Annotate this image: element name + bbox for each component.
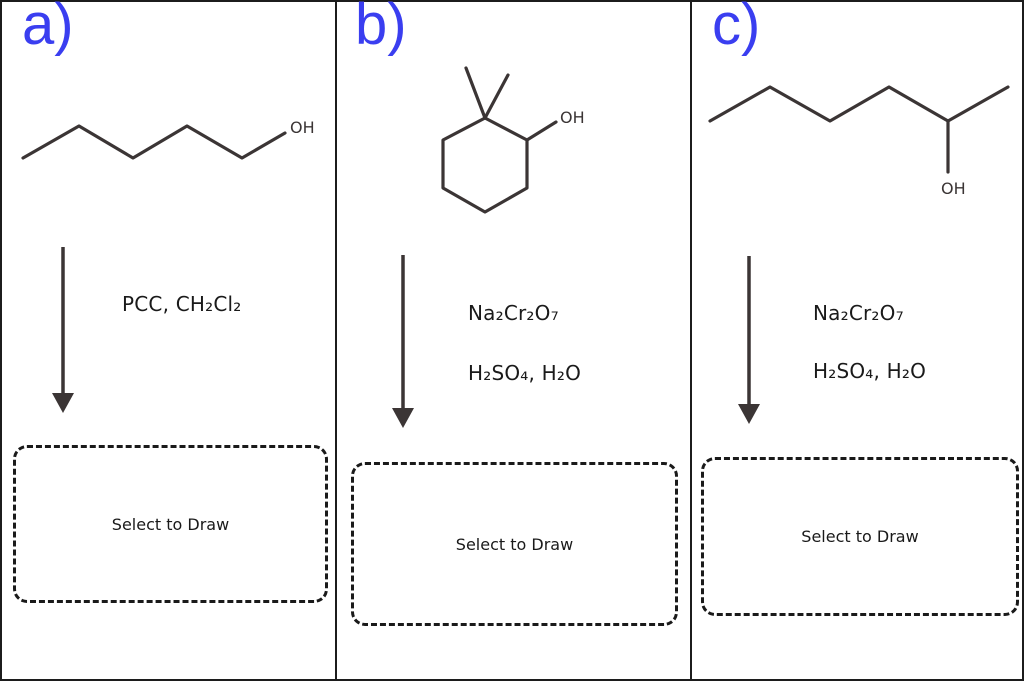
draw-answer-box-b[interactable]: Select to Draw	[351, 462, 678, 626]
panel-c: c) OH Na₂Cr₂O₇ H₂SO₄, H₂O Select to Draw	[690, 0, 1024, 681]
carbon-chain	[21, 124, 287, 160]
panel-label-b: b)	[355, 0, 407, 57]
molecule-dimethylcyclohexanol: OH	[441, 66, 585, 214]
carbon-chain	[708, 85, 1010, 123]
reagent-line-2: H₂SO₄, H₂O	[468, 361, 582, 385]
methyl-bond-1	[464, 66, 487, 120]
panel-label-a: a)	[22, 0, 74, 57]
draw-answer-box-a[interactable]: Select to Draw	[13, 445, 328, 603]
draw-box-label: Select to Draw	[801, 527, 919, 546]
draw-box-label: Select to Draw	[455, 534, 574, 554]
draw-box-label: Select to Draw	[111, 514, 230, 534]
hydroxyl-bond	[525, 120, 558, 142]
hydroxyl-label: OH	[290, 118, 315, 137]
methyl-bond-2	[483, 73, 510, 120]
reagent-line-2: H₂SO₄, H₂O	[813, 359, 927, 383]
reaction-arrow	[52, 247, 74, 413]
reagent-line-1: Na₂Cr₂O₇	[813, 301, 904, 325]
panel-a: a) OH PCC, CH₂Cl₂ Select to Draw	[0, 0, 337, 681]
molecule-pentanol: OH	[21, 118, 315, 160]
reaction-arrow	[392, 255, 414, 428]
hydroxyl-label: OH	[560, 108, 585, 127]
hydroxyl-label: OH	[941, 179, 966, 198]
arrow-head-icon	[52, 393, 74, 413]
panel-label-c: c)	[712, 0, 761, 57]
reagent-line-1: Na₂Cr₂O₇	[468, 301, 559, 325]
panel-b: b) OH Na₂Cr₂O₇ H₂SO₄, H₂O Select to Draw	[335, 0, 692, 681]
reaction-arrow	[738, 256, 760, 424]
reagent-line-1: PCC, CH₂Cl₂	[122, 292, 242, 316]
arrow-head-icon	[392, 408, 414, 428]
arrow-head-icon	[738, 404, 760, 424]
molecule-hexan-2-ol: OH	[708, 85, 1010, 198]
draw-answer-box-c[interactable]: Select to Draw	[701, 457, 1019, 616]
